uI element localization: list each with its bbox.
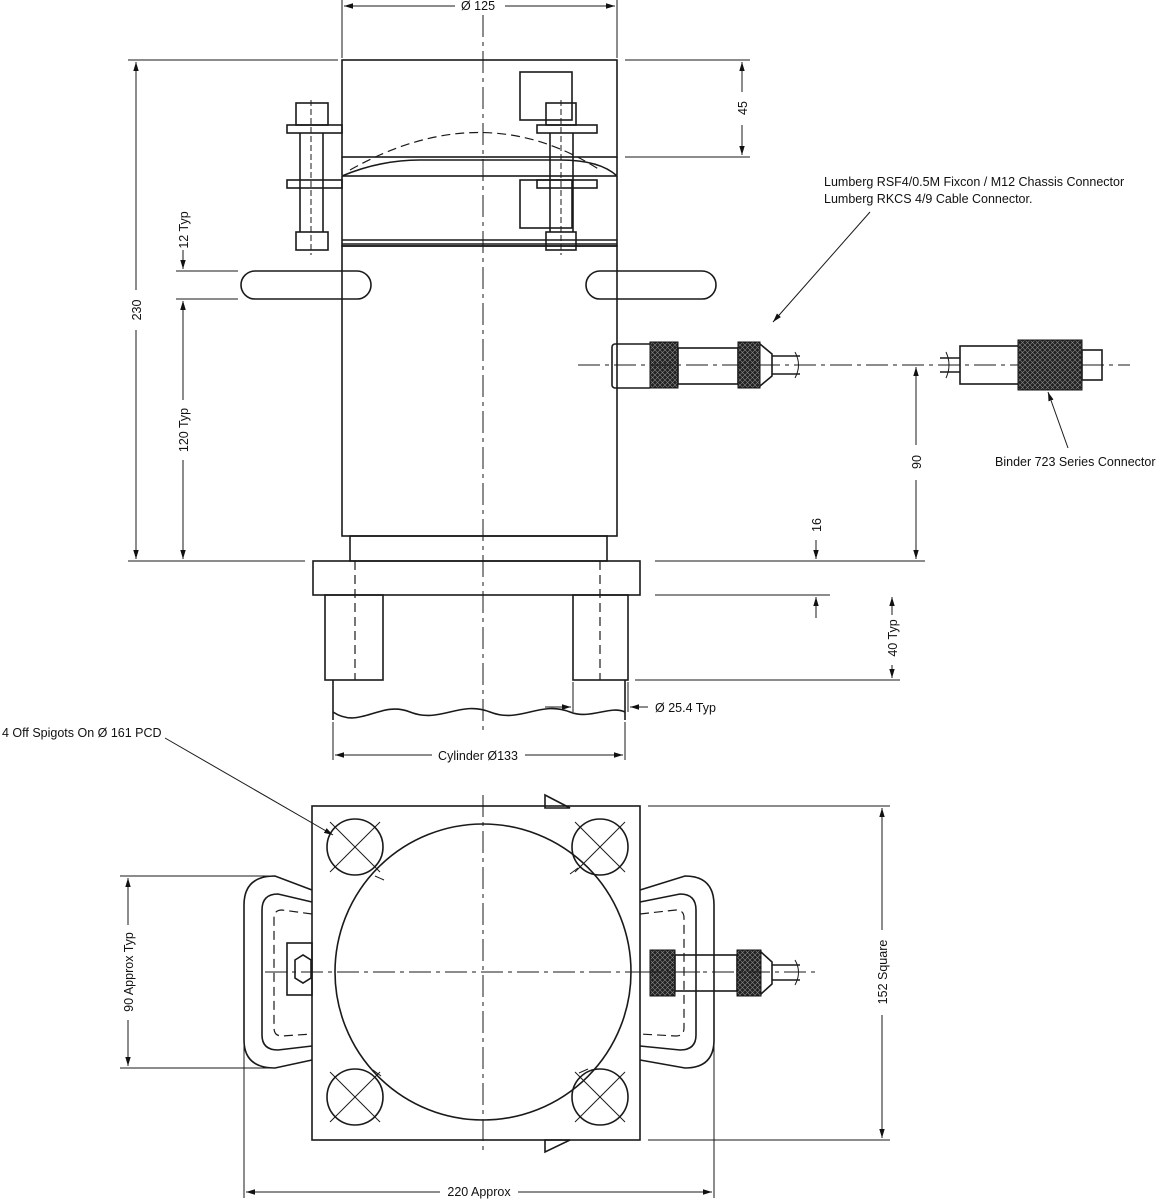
dome-hidden — [349, 132, 601, 171]
overall-height-label: 230 — [130, 300, 144, 321]
elevation-view: Ø 125 45 230 12 Typ 120 Typ 90 16 — [128, 0, 1156, 763]
left-spigot — [324, 594, 384, 681]
lumberg-callout-line2: Lumberg RKCS 4/9 Cable Connector. — [824, 192, 1032, 206]
right-bolt — [519, 71, 598, 255]
plan-connector — [640, 949, 820, 997]
plan-spigot-br — [571, 1068, 629, 1126]
left-handle — [240, 270, 372, 300]
mounting-cylinder — [332, 680, 626, 720]
binder-callout: Binder 723 Series Connector — [995, 455, 1156, 469]
plan-overall-label: 220 Approx — [447, 1185, 511, 1199]
plan-spigot-tl — [326, 818, 384, 876]
connector-height-label: 90 — [910, 455, 924, 469]
top-diameter-label: Ø 125 — [461, 0, 495, 13]
binder-connector — [940, 339, 1103, 391]
top-cap — [341, 59, 618, 158]
left-bolt — [286, 100, 343, 255]
base-plate — [312, 560, 641, 596]
cylinder-body — [341, 245, 618, 537]
plan-left-handle — [243, 875, 313, 1069]
handle-offset-label: 12 Typ — [177, 211, 191, 248]
plan-view: 90 Approx Typ 152 Square 220 Approx 4 Of… — [2, 726, 890, 1199]
lumberg-callout-line1: Lumberg RSF4/0.5M Fixcon / M12 Chassis C… — [824, 175, 1124, 189]
spigots-callout: 4 Off Spigots On Ø 161 PCD — [2, 726, 162, 740]
plan-square-label: 152 Square — [876, 940, 890, 1005]
right-handle — [585, 270, 717, 300]
right-spigot — [572, 594, 629, 681]
handle-height-label: 120 Typ — [177, 408, 191, 452]
spigot-length-label: 40 Typ — [886, 619, 900, 656]
base-thickness-label: 16 — [810, 518, 824, 532]
plan-spigot-tr — [571, 818, 629, 876]
cylinder-diameter-label: Cylinder Ø133 — [438, 749, 518, 763]
plan-square-plate — [311, 805, 641, 1141]
plan-handle-width-label: 90 Approx Typ — [122, 932, 136, 1012]
spigot-diameter-label: Ø 25.4 Typ — [655, 701, 716, 715]
cap-height-label: 45 — [736, 101, 750, 115]
plan-spigot-bl — [326, 1068, 384, 1126]
